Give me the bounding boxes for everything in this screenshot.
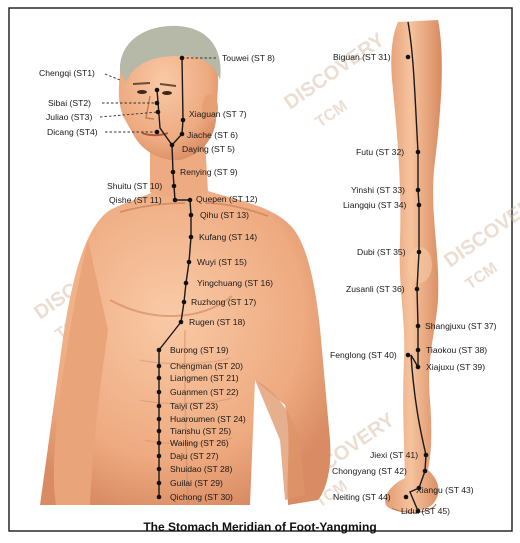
point-st36: [415, 287, 420, 292]
point-st12: [188, 198, 193, 203]
point-st7: [181, 118, 186, 123]
label-st24: Huaroumen (ST 24): [170, 414, 246, 424]
label-st42: Chongyang (ST 42): [332, 466, 407, 476]
label-st20: Chengman (ST 20): [170, 361, 243, 371]
label-st23: Taiyi (ST 23): [170, 401, 218, 411]
point-st39: [416, 365, 421, 370]
point-st23: [157, 404, 162, 409]
point-st18: [179, 320, 184, 325]
point-st11: [173, 198, 178, 203]
point-st8: [180, 56, 185, 61]
label-st19: Burong (ST 19): [170, 345, 229, 355]
point-st34: [417, 203, 422, 208]
label-st12: Quepen (ST 12): [196, 194, 258, 204]
point-st24: [157, 417, 162, 422]
label-st32: Futu (ST 32): [356, 147, 404, 157]
point-st20: [157, 364, 162, 369]
point-st31: [406, 55, 411, 60]
point-st5: [170, 143, 175, 148]
label-st1: Chengqi (ST1): [39, 68, 95, 78]
label-st33: Yinshi (ST 33): [351, 185, 405, 195]
label-st21: Liangmen (ST 21): [170, 373, 239, 383]
label-st31: Biguan (ST 31): [333, 52, 391, 62]
point-st35: [417, 250, 422, 255]
label-st45: Lidui (ST 45): [401, 506, 450, 516]
point-st1: [155, 88, 160, 93]
point-st41: [424, 453, 429, 458]
label-st22: Guanmen (ST 22): [170, 387, 239, 397]
label-st18: Rugen (ST 18): [189, 317, 245, 327]
label-st34: Liangqiu (ST 34): [343, 200, 407, 210]
point-st21: [157, 376, 162, 381]
label-st3: Juliao (ST3): [46, 112, 92, 122]
point-st9: [171, 170, 176, 175]
label-st28: Shuidao (ST 28): [170, 464, 233, 474]
label-st41: Jiexi (ST 41): [370, 450, 418, 460]
point-st10: [172, 184, 177, 189]
label-st44: Neiting (ST 44): [333, 492, 391, 502]
label-st5: Daying (ST 5): [182, 144, 235, 154]
point-st19: [157, 348, 162, 353]
point-st6: [180, 132, 185, 137]
point-st14: [189, 235, 194, 240]
point-st44: [404, 495, 409, 500]
point-st40: [406, 353, 411, 358]
label-st15: Wuyi (ST 15): [197, 257, 247, 267]
label-st43: Xiangu (ST 43): [416, 485, 474, 495]
point-st2: [155, 101, 160, 106]
point-st29: [157, 481, 162, 486]
point-st28: [157, 467, 162, 472]
point-st4: [155, 130, 160, 135]
point-st32: [416, 150, 421, 155]
point-st26: [157, 441, 162, 446]
label-st7: Xiaguan (ST 7): [189, 109, 247, 119]
figure-caption: The Stomach Meridian of Foot-Yangming: [143, 520, 376, 534]
label-st13: Qihu (ST 13): [200, 210, 249, 220]
label-st36: Zusanli (ST 36): [346, 284, 405, 294]
label-st14: Kufang (ST 14): [199, 232, 257, 242]
label-st30: Qichong (ST 30): [170, 492, 233, 502]
eye-right: [162, 91, 172, 95]
point-st27: [157, 454, 162, 459]
point-st17: [182, 300, 187, 305]
label-st10: Shuitu (ST 10): [107, 181, 162, 191]
point-st42: [423, 469, 428, 474]
label-st6: Jiache (ST 6): [187, 130, 238, 140]
point-st3: [156, 110, 161, 115]
label-st37: Shangjuxu (ST 37): [425, 321, 497, 331]
point-st13: [189, 213, 194, 218]
label-st11: Qishe (ST 11): [109, 195, 162, 205]
point-st33: [416, 188, 421, 193]
label-st17: Ruzhong (ST 17): [191, 297, 256, 307]
point-st30: [157, 495, 162, 500]
label-st25: Tianshu (ST 25): [170, 426, 231, 436]
label-st29: Guilai (ST 29): [170, 478, 223, 488]
point-st15: [187, 260, 192, 265]
label-st8: Touwei (ST 8): [222, 53, 275, 63]
label-st38: Tiaokou (ST 38): [426, 345, 487, 355]
eye-left: [137, 90, 147, 94]
label-st39: Xiajuxu (ST 39): [426, 362, 485, 372]
label-st9: Renying (ST 9): [180, 167, 238, 177]
point-st22: [157, 390, 162, 395]
point-st16: [184, 281, 189, 286]
point-st37: [416, 324, 421, 329]
label-st26: Wailing (ST 26): [170, 438, 229, 448]
label-st2: Sibai (ST2): [48, 98, 91, 108]
label-st16: Yingchuang (ST 16): [197, 278, 273, 288]
label-st27: Daju (ST 27): [170, 451, 219, 461]
label-st35: Dubi (ST 35): [357, 247, 406, 257]
point-st25: [157, 429, 162, 434]
label-st40: Fenglong (ST 40): [330, 350, 397, 360]
point-st38: [416, 348, 421, 353]
label-st4: Dicang (ST4): [47, 127, 98, 137]
